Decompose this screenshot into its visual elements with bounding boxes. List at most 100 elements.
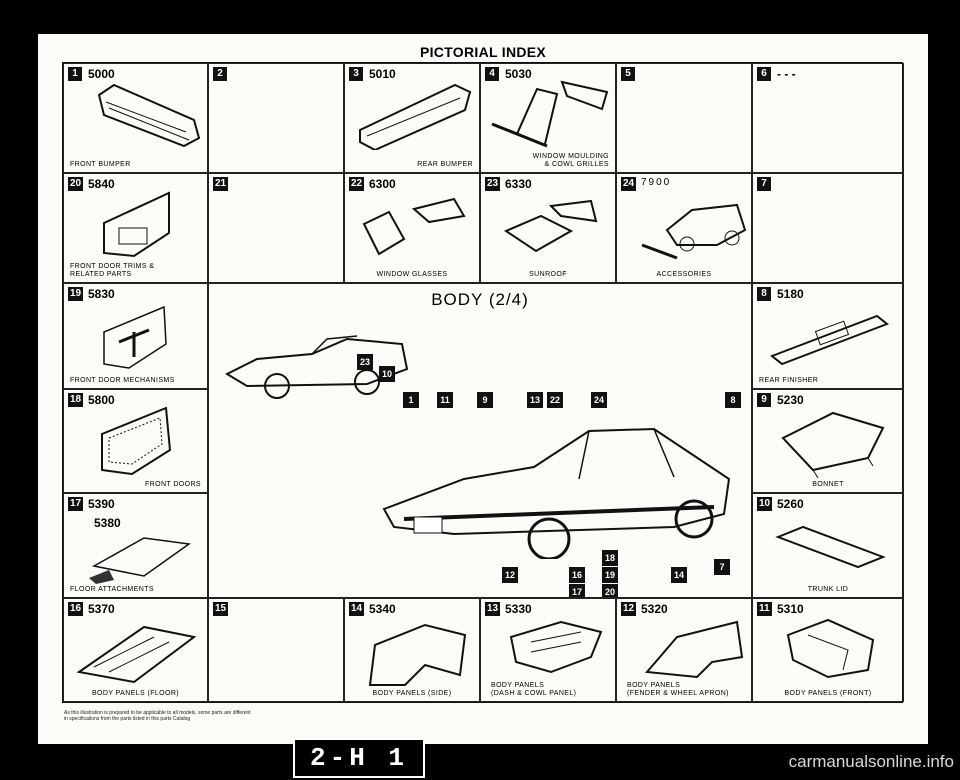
cell-label: WINDOW GLASSES	[376, 271, 448, 278]
bonnet-illustration	[781, 411, 885, 479]
cell-label: BONNET	[812, 481, 844, 488]
rear-bumper-illustration	[359, 83, 472, 150]
group-code: 5830	[88, 287, 115, 301]
cell-label: REAR FINISHER	[759, 377, 819, 384]
badge: 9	[757, 393, 771, 407]
cell-label: REAR BUMPER	[417, 161, 473, 168]
group-code: 6300	[369, 177, 396, 191]
cell-label: SUNROOF	[529, 271, 567, 278]
convertible-car-illustration	[224, 335, 409, 399]
group-code: 5260	[777, 497, 804, 511]
cell-label: BODY PANELS (SIDE)	[372, 690, 452, 697]
group-code: 5320	[641, 602, 668, 616]
marker-16[interactable]: 16	[569, 567, 585, 583]
cell-label: TRUNK LID	[807, 586, 849, 593]
marker-9[interactable]: 9	[477, 392, 493, 408]
door-trim-illustration	[103, 191, 170, 258]
badge: 10	[757, 497, 773, 511]
marker-14[interactable]: 14	[671, 567, 687, 583]
badge: 21	[213, 177, 229, 191]
marker-24[interactable]: 24	[591, 392, 607, 408]
badge: 16	[68, 602, 84, 616]
marker-7[interactable]: 7	[714, 559, 730, 575]
cell-body-panels-fender[interactable]: 12 5320 BODY PANELS (FENDER & WHEEL APRO…	[616, 598, 752, 702]
cell-window-moulding[interactable]: 4 5030 WINDOW MOULDING & COWL GRILLES	[480, 63, 616, 173]
index-grid: 1 5000 FRONT BUMPER 2 3 5010 REAR BUMPER…	[62, 62, 904, 703]
badge: 7	[757, 177, 771, 191]
cell-empty-2[interactable]: 2	[208, 63, 344, 173]
badge: 5	[621, 67, 635, 81]
group-code: - - -	[777, 67, 796, 81]
page-number-box: 2-H 1	[293, 738, 425, 778]
group-code: 5390	[88, 497, 115, 511]
cell-body-panels-front[interactable]: 11 5310 BODY PANELS (FRONT)	[752, 598, 904, 702]
group-code: 5310	[777, 602, 804, 616]
group-code: 5840	[88, 177, 115, 191]
marker-8[interactable]: 8	[725, 392, 741, 408]
dash-panel-illustration	[509, 620, 603, 674]
cell-front-doors[interactable]: 18 5800 FRONT DOORS	[63, 389, 208, 493]
cell-bonnet[interactable]: 9 5230 BONNET	[752, 389, 904, 493]
trunk-lid-illustration	[775, 525, 886, 569]
cell-body-panels-side[interactable]: 14 5340 BODY PANELS (SIDE)	[344, 598, 480, 702]
cell-front-door-trims[interactable]: 20 5840 FRONT DOOR TRIMS & RELATED PARTS	[63, 173, 208, 283]
group-code: 5010	[369, 67, 396, 81]
marker-18[interactable]: 18	[602, 550, 618, 566]
cell-label: BODY PANELS (FRONT)	[784, 690, 872, 697]
window-glass-illustration	[362, 197, 466, 256]
group-code: 5180	[777, 287, 804, 301]
badge: 13	[485, 602, 501, 616]
marker-22[interactable]: 22	[547, 392, 563, 408]
cell-empty-6[interactable]: 6 - - -	[752, 63, 904, 173]
cell-window-glasses[interactable]: 22 6300 WINDOW GLASSES	[344, 173, 480, 283]
cell-floor-attachments[interactable]: 17 5390 5380 FLOOR ATTACHMENTS	[63, 493, 208, 598]
watermark: carmanualsonline.info	[788, 752, 954, 771]
accessories-car-illustration	[641, 203, 747, 260]
marker-12[interactable]: 12	[502, 567, 518, 583]
cell-accessories[interactable]: 24 7900 ACCESSORIES	[616, 173, 752, 283]
badge: 12	[621, 602, 637, 616]
cell-empty-5[interactable]: 5	[616, 63, 752, 173]
floor-panel-illustration	[76, 625, 197, 684]
marker-20[interactable]: 20	[602, 584, 618, 597]
footnote: As this illustration is prepared to be a…	[64, 710, 251, 722]
cell-body-panels-dash[interactable]: 13 5330 BODY PANELS (DASH & COWL PANEL)	[480, 598, 616, 702]
marker-11[interactable]: 11	[437, 392, 453, 408]
group-code: 5340	[369, 602, 396, 616]
group-code: 5030	[505, 67, 532, 81]
badge: 20	[68, 177, 84, 191]
cell-empty-15[interactable]: 15	[208, 598, 344, 702]
marker-1[interactable]: 1	[403, 392, 419, 408]
cell-body-panels-floor[interactable]: 16 5370 BODY PANELS (FLOOR)	[63, 598, 208, 702]
cell-rear-bumper[interactable]: 3 5010 REAR BUMPER	[344, 63, 480, 173]
cell-label: FRONT DOOR MECHANISMS	[70, 377, 175, 384]
group-code: 5230	[777, 393, 804, 407]
cell-empty-21[interactable]: 21	[208, 173, 344, 283]
cell-front-bumper[interactable]: 1 5000 FRONT BUMPER	[63, 63, 208, 173]
cell-sunroof[interactable]: 23 6330 SUNROOF	[480, 173, 616, 283]
group-code: 5000	[88, 67, 115, 81]
front-bumper-illustration	[97, 83, 201, 148]
badge: 4	[485, 67, 499, 81]
marker-17[interactable]: 17	[569, 584, 585, 597]
floor-attachment-illustration	[89, 537, 191, 584]
cell-label: FLOOR ATTACHMENTS	[70, 586, 154, 593]
front-panel-illustration	[786, 618, 875, 679]
cell-front-door-mechanisms[interactable]: 19 5830 FRONT DOOR MECHANISMS	[63, 283, 208, 389]
rear-finisher-illustration	[770, 314, 889, 366]
badge: 2	[213, 67, 227, 81]
cell-empty-7[interactable]: 7	[752, 173, 904, 283]
marker-10[interactable]: 10	[379, 366, 395, 382]
marker-19[interactable]: 19	[602, 567, 618, 583]
cell-trunk-lid[interactable]: 10 5260 TRUNK LID	[752, 493, 904, 598]
cell-rear-finisher[interactable]: 8 5180 REAR FINISHER	[752, 283, 904, 389]
badge: 19	[68, 287, 84, 301]
badge: 24	[621, 177, 637, 191]
cell-label: BODY PANELS (FLOOR)	[91, 690, 180, 697]
group-code-secondary: 5380	[94, 516, 121, 530]
group-code: 5330	[505, 602, 532, 616]
marker-23[interactable]: 23	[357, 354, 373, 370]
pictorial-index-sheet: PICTORIAL INDEX 1 5000 FRONT BUMPER 2 3 …	[38, 34, 928, 744]
group-code: 5370	[88, 602, 115, 616]
marker-13[interactable]: 13	[527, 392, 543, 408]
